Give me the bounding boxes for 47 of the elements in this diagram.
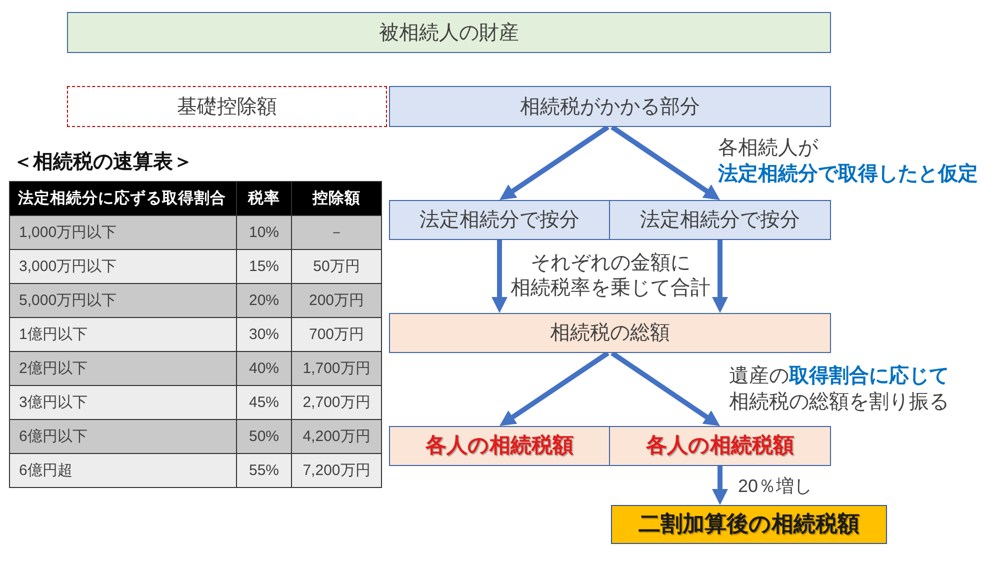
table-cell: 700万円: [291, 317, 382, 352]
table-cell: 4,200万円: [291, 419, 382, 454]
note-text: 遺産の取得割合に応じて相続税の総額を割り振る: [729, 364, 950, 415]
table-cell: 1,000万円以下: [9, 215, 237, 250]
table-cell: 7,200万円: [291, 453, 382, 488]
table-header-cell: 控除額: [291, 181, 382, 216]
note-text: 各相続人が法定相続分で取得したと仮定: [718, 136, 979, 187]
process-box: 相続税がかかる部分: [389, 86, 831, 127]
table-cell: 5,000万円以下: [9, 283, 237, 318]
note-text: それぞれの金額に相続税率を乗じて合計: [510, 251, 712, 301]
table-cell: 3,000万円以下: [9, 249, 237, 284]
table-header-cell: 法定相続分に応ずる取得割合: [9, 181, 237, 216]
table-cell: 6億円以下: [9, 419, 237, 454]
table-cell: 6億円超: [9, 453, 237, 488]
process-box: 被相続人の財産: [67, 12, 831, 53]
table-cell: 40%: [236, 351, 292, 386]
table-cell: 15%: [236, 249, 292, 284]
arrow: [500, 350, 610, 426]
arrow: [500, 124, 610, 200]
table-cell: 200万円: [291, 283, 382, 318]
table-title: ＜相続税の速算表＞: [13, 150, 193, 175]
table-cell: 20%: [236, 283, 292, 318]
process-box: 各人の相続税額: [389, 426, 610, 466]
process-box: 相続税の総額: [389, 313, 831, 353]
table-cell: 3億円以下: [9, 385, 237, 420]
process-box: 各人の相続税額: [609, 426, 831, 466]
table-header-cell: 税率: [236, 181, 292, 216]
table-cell: 30%: [236, 317, 292, 352]
process-box: 法定相続分で按分: [609, 200, 831, 240]
table-cell: 55%: [236, 453, 292, 488]
table-cell: 1億円以下: [9, 317, 237, 352]
table-cell: 50%: [236, 419, 292, 454]
table-cell: 45%: [236, 385, 292, 420]
arrow: [712, 240, 728, 313]
arrow: [492, 240, 508, 313]
table-cell: －: [291, 215, 382, 250]
table-cell: 1,700万円: [291, 351, 382, 386]
dashed-box: 基礎控除額: [67, 86, 387, 127]
arrow: [610, 350, 720, 426]
process-box: 法定相続分で按分: [389, 200, 610, 240]
result-box: 二割加算後の相続税額: [611, 505, 887, 544]
table-cell: 10%: [236, 215, 292, 250]
table-cell: 50万円: [291, 249, 382, 284]
arrow: [712, 466, 728, 505]
table-cell: 2,700万円: [291, 385, 382, 420]
arrow: [610, 124, 720, 200]
table-cell: 2億円以下: [9, 351, 237, 386]
